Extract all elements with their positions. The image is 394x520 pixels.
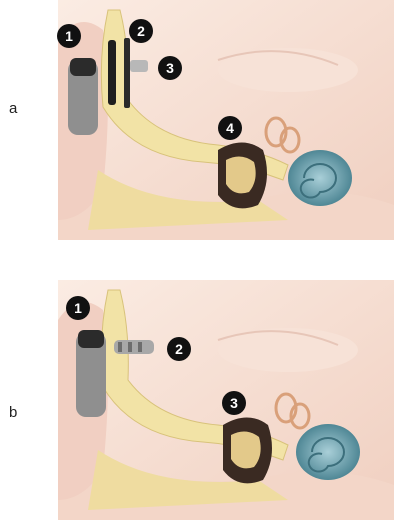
panel-label-a: a [9,100,17,117]
abutment [130,60,148,72]
ossicles [231,431,261,468]
cochlea [288,150,352,206]
cochlea [296,424,360,480]
panel-label-b: b [9,404,17,421]
marker-a-2: 2 [129,19,153,43]
marker-a-1: 1 [57,24,81,48]
coil-plate [108,40,116,105]
marker-a-3: 3 [158,56,182,80]
marker-b-3: 3 [222,391,246,415]
implant-plate [124,38,130,108]
marker-a-4: 4 [218,116,242,140]
marker-b-1: 1 [66,296,90,320]
processor-top [70,58,96,76]
marker-b-2: 2 [167,337,191,361]
processor-top [78,330,104,348]
ossicles [226,156,256,193]
